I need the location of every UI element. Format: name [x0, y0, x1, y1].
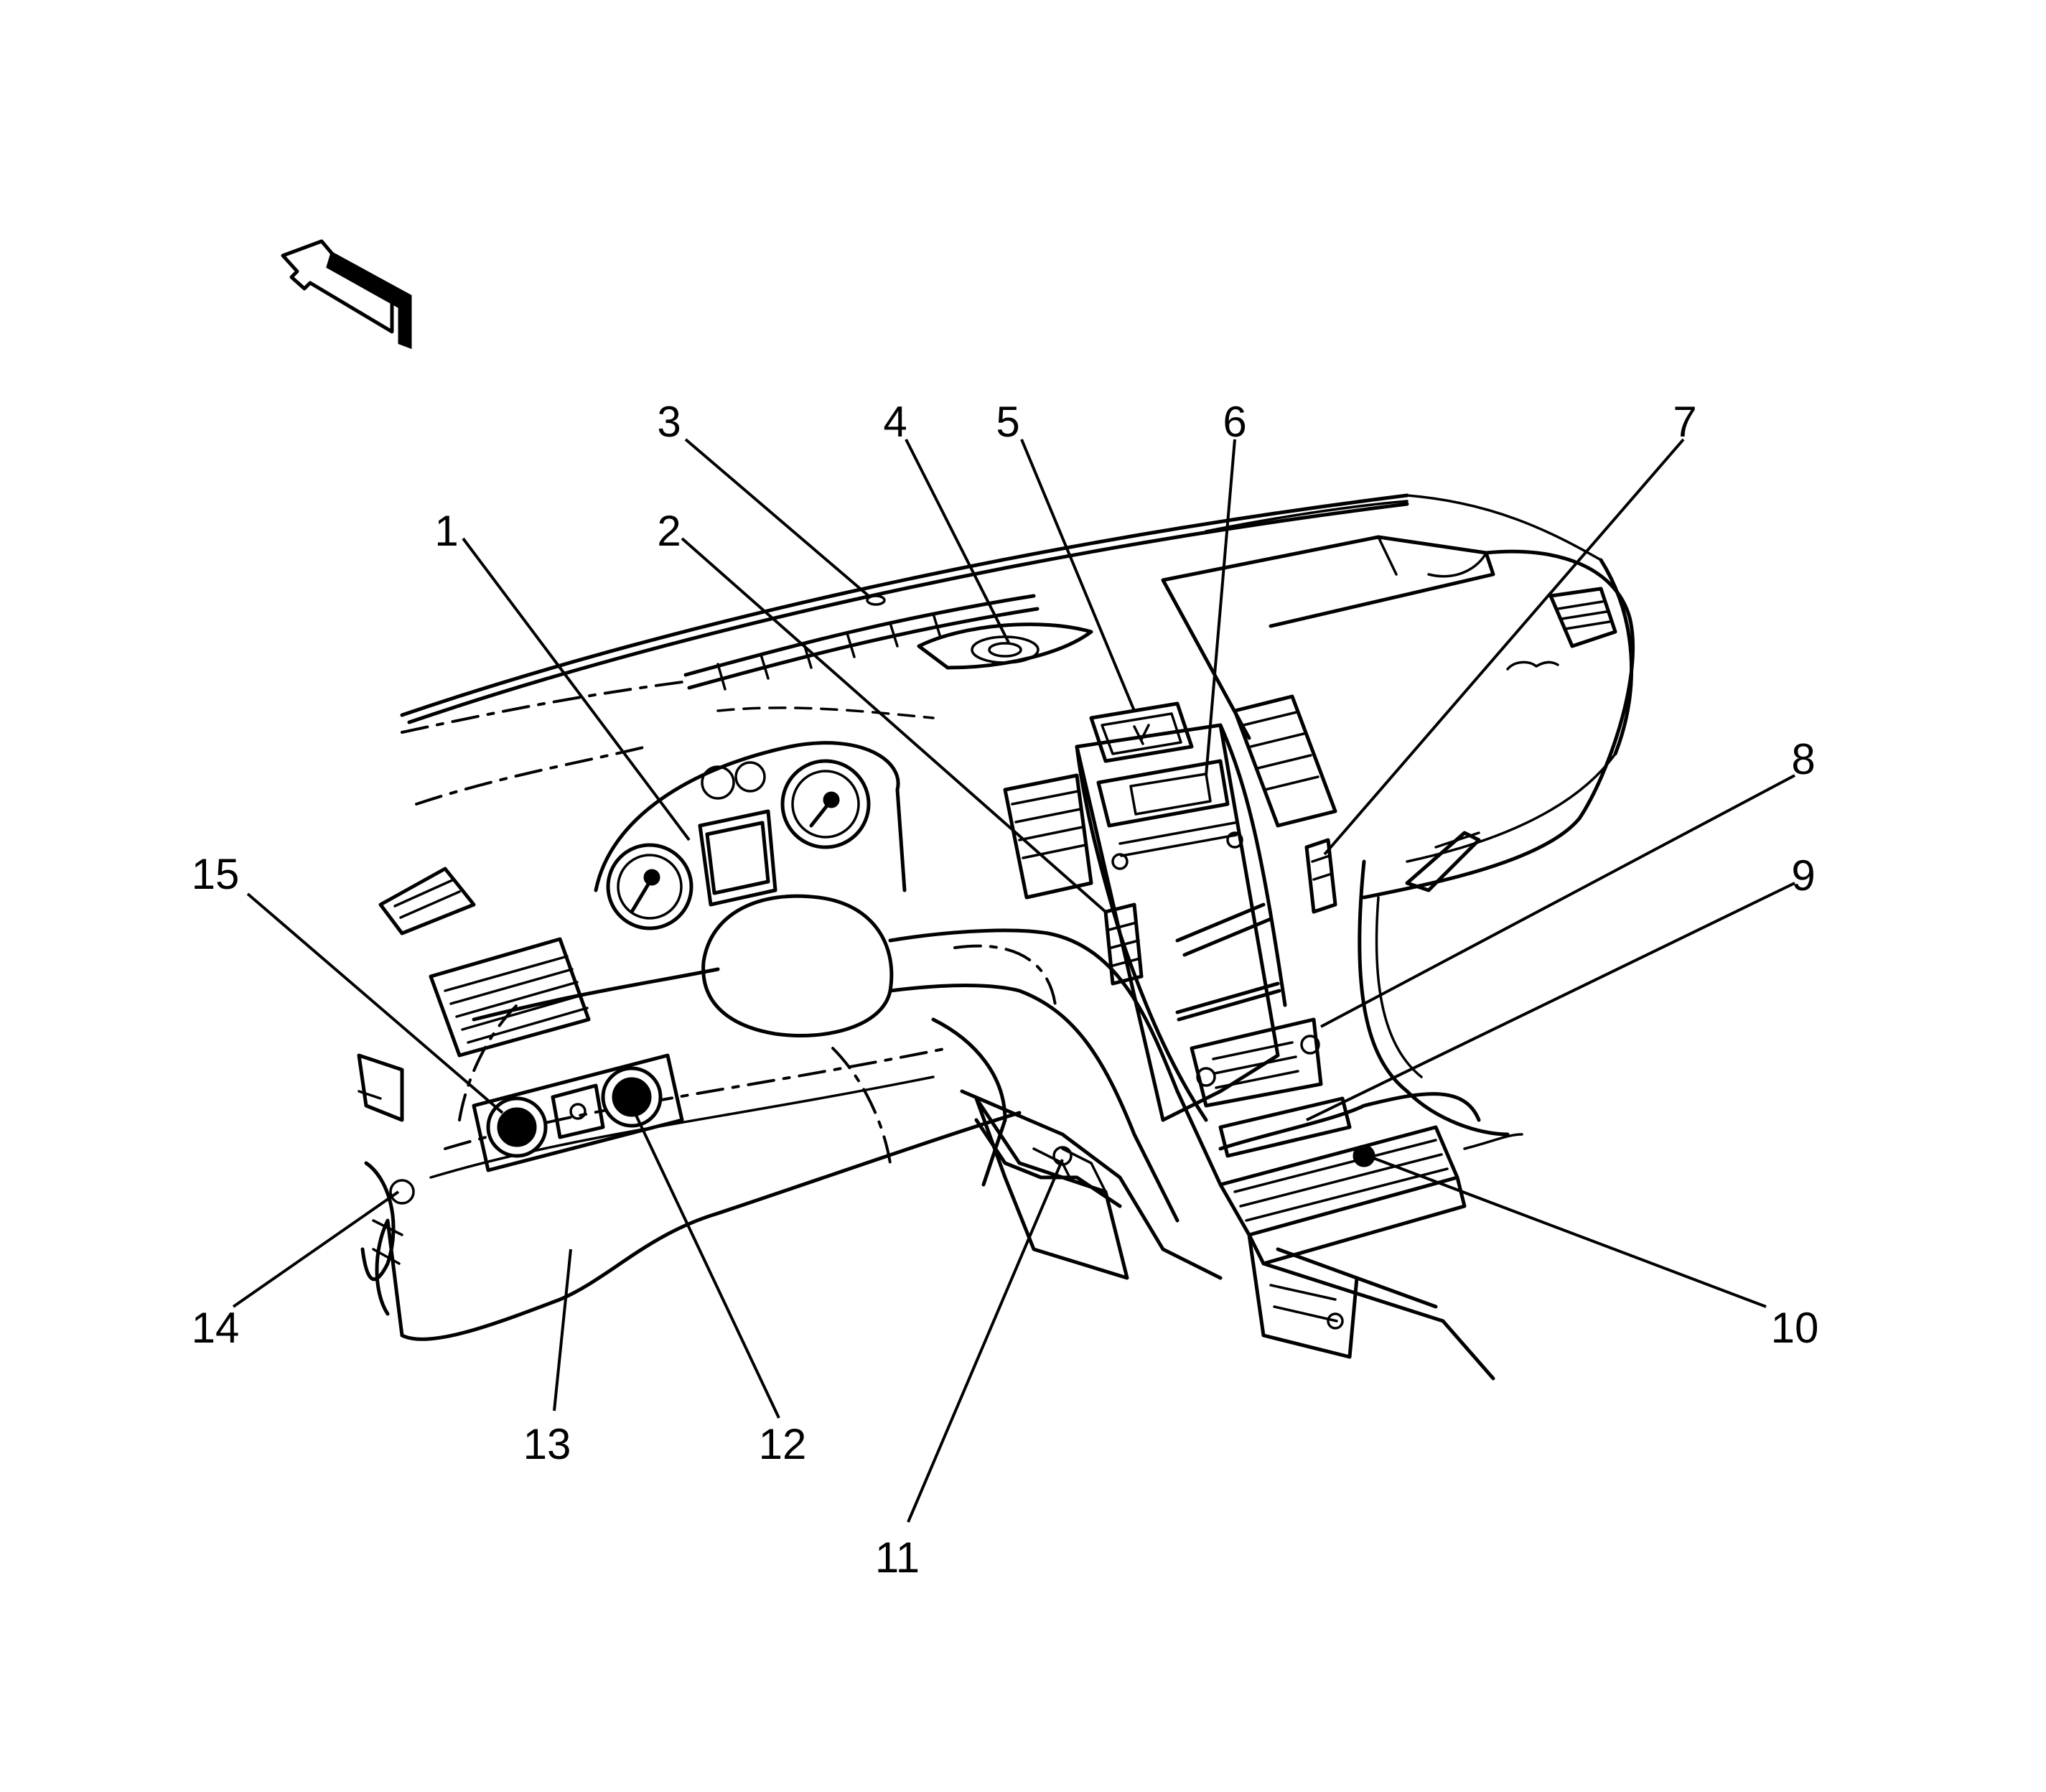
callout-leaders	[232, 438, 1795, 1523]
forward-arrow-icon	[281, 239, 412, 350]
leader-6	[1205, 439, 1236, 776]
leader-10	[1367, 1154, 1767, 1308]
leader-5	[1020, 439, 1136, 711]
callout-6: 6	[1223, 398, 1246, 446]
callout-4: 4	[883, 398, 907, 446]
knee-bolster-switches	[472, 1053, 684, 1172]
callout-11: 11	[875, 1534, 920, 1582]
leader-2	[681, 537, 1107, 913]
leader-3	[684, 438, 870, 597]
callout-15: 15	[192, 850, 240, 898]
callout-8: 8	[1791, 735, 1815, 783]
leader-1	[462, 537, 691, 841]
callout-9: 9	[1791, 851, 1815, 900]
leader-15	[246, 892, 504, 1114]
leader-7	[1323, 438, 1685, 856]
callout-12: 12	[759, 1420, 807, 1468]
leader-8	[1320, 774, 1795, 1028]
leader-13	[553, 1249, 572, 1411]
callout-7: 7	[1673, 398, 1696, 446]
callout-1: 1	[434, 507, 458, 555]
leader-14	[232, 1190, 400, 1308]
floor-console	[960, 1089, 1523, 1381]
leader-4	[905, 439, 1010, 643]
data-link-connector	[357, 1053, 415, 1282]
center-speaker	[917, 622, 1093, 670]
instrument-cluster	[594, 741, 907, 930]
center-clock	[1089, 701, 1194, 763]
center-stack	[1003, 694, 1352, 1158]
callout-13: 13	[523, 1420, 571, 1468]
leader-12	[632, 1109, 780, 1419]
callout-14: 14	[192, 1304, 240, 1352]
leader-9	[1306, 882, 1795, 1121]
leader-11	[907, 1159, 1064, 1523]
callout-numbers: 1 2 3 4 5 6 7 8 9 10 11 12 13 14 15	[192, 398, 1819, 1582]
callout-3: 3	[657, 398, 681, 446]
sunload-sensor	[866, 594, 886, 606]
callout-10: 10	[1771, 1304, 1819, 1352]
steering-column	[701, 894, 1223, 1223]
callout-5: 5	[996, 398, 1019, 446]
instrument-panel-body	[375, 493, 1635, 1341]
callout-2: 2	[657, 507, 681, 555]
